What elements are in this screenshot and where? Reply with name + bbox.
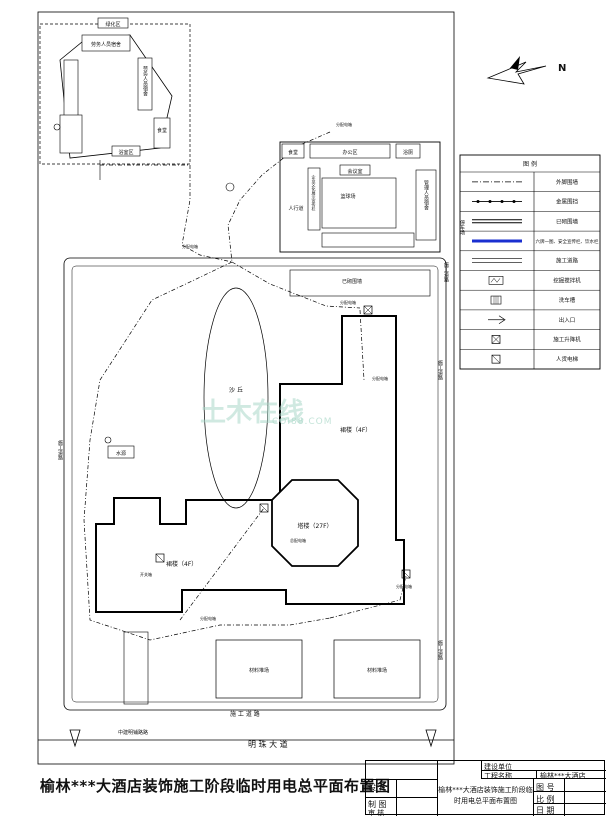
storage-2-label: 材料堆场 [367, 667, 387, 674]
gate-symbol-1 [69, 729, 81, 748]
cable-route-east [359, 309, 365, 381]
office-area: 食堂 办公区 浴厕 管理人员宿舍 会议室 篮球场 企业文化展示宣传栏 人行道 停… [279, 141, 465, 253]
legend: 图 例 外脚围墙金属围挡已砌围墙六牌一图、安全宣传栏、饮水栏施工道路挖掘搅拌机洗… [459, 154, 601, 370]
well-icon-2 [104, 436, 112, 444]
podium-north-label: 裙楼（4F） [340, 426, 371, 434]
tb-project-value: 榆林***大酒店 [540, 772, 586, 780]
drawing-title: 榆林***大酒店装饰施工阶段临时用电总平面布置图 [40, 777, 391, 795]
legend-label: 施工道路 [556, 257, 579, 265]
main-road-label: 明 珠 大 道 [248, 739, 288, 749]
legend-label: 外脚围墙 [556, 178, 579, 186]
road-side-2: 施工道路 [437, 359, 443, 381]
cable-route-tower [179, 507, 265, 621]
box-f-label: 开关箱 [140, 571, 152, 577]
road-side-4: 施工道路 [443, 261, 449, 283]
office-parking: 停车场 [459, 219, 465, 236]
road-small-label: 中建明铺路路 [118, 729, 148, 736]
legend-label: 人货电梯 [556, 355, 579, 363]
legend-label: 挖掘搅拌机 [553, 276, 581, 284]
well-icon [225, 182, 235, 192]
tb-unit: 建设单位 [484, 763, 512, 771]
box-c-label: 分配电箱 [340, 299, 356, 305]
office-mgmt: 管理人员宿舍 [423, 179, 429, 211]
north-label: N [558, 63, 566, 74]
worker-camp: 绿化区 劳务人员宿舍 劳务人员宿舍 食堂 浴室区 [39, 17, 191, 180]
office-court: 篮球场 [340, 193, 355, 200]
office-restroom: 浴厕 [403, 149, 413, 156]
watermark: 土木在线 [200, 398, 305, 428]
tb-draw: 制 图 [368, 800, 387, 809]
sand-label: 沙 丘 [229, 387, 243, 394]
north-arrow: N [486, 56, 566, 85]
camp-dining: 食堂 [157, 127, 167, 134]
legend-symbol-wash [490, 295, 502, 305]
cable-route-camp [100, 164, 233, 263]
cable-route-se [329, 575, 407, 619]
legend-label: 出入口 [559, 316, 576, 324]
top-storage [289, 269, 431, 297]
office-office: 办公区 [342, 149, 357, 156]
tb-drawing-name: 榆林***大酒店装饰施工阶段临时用电总平面布置图 [438, 779, 534, 816]
watermark-sub: COI88.COM [272, 417, 333, 427]
legend-label: 施工升降机 [553, 335, 581, 343]
storage-1-label: 材料堆场 [249, 667, 269, 674]
box-e-label: 总配电箱 [290, 537, 306, 543]
legend-label: 金属围挡 [556, 198, 579, 206]
legend-label: 已砌围墙 [556, 217, 579, 225]
tb-fig-no: 图 号 [536, 783, 555, 792]
tb-design: 设 计 [368, 783, 387, 792]
site-road-outer [63, 257, 447, 711]
site-road-inner [71, 265, 439, 703]
title-block: 设 计 制 图 审 核 建设单位 工程名称 榆林***大酒店 榆林***大酒店装… [365, 760, 606, 817]
road-construction-label: 施 工 道 路 [230, 710, 260, 718]
legend-label: 六牌一图、安全宣传栏、饮水栏 [536, 238, 599, 245]
gate-symbol-2 [425, 729, 437, 748]
gate-block [123, 631, 149, 705]
legend-label: 洗车槽 [559, 296, 576, 304]
office-culture: 企业文化展示宣传栏 [312, 174, 317, 212]
cable-route-north [231, 261, 361, 309]
box-g-label: 分配电箱 [200, 615, 216, 621]
office-yard: 会议室 [347, 168, 362, 175]
cable-route-office [227, 131, 331, 263]
podium-south-label: 裙楼（4F） [166, 560, 197, 568]
camp-living-b: 劳务人员宿舍 [142, 65, 148, 97]
legend-symbol-double [472, 219, 522, 224]
tower-label: 塔楼（27F） [297, 522, 332, 530]
tb-scale: 比 例 [536, 795, 555, 804]
road-side-3: 施工道路 [437, 639, 443, 661]
tower-outline [271, 479, 359, 567]
office-canteen: 食堂 [288, 149, 298, 156]
box-h-label: 分配电箱 [396, 583, 412, 589]
building-outline [95, 315, 405, 613]
legend-symbol-road [472, 258, 522, 263]
road-side-1: 施工道路 [57, 439, 63, 461]
cable-route-site [83, 261, 331, 641]
box-b-label: 分配电箱 [182, 243, 198, 249]
legend-symbol-hoist [491, 335, 501, 344]
pool [107, 445, 135, 459]
storage-2 [333, 639, 421, 699]
hoist-symbols [155, 305, 411, 579]
pool-label: 水源 [116, 450, 126, 457]
tb-project-label: 工程名称 [484, 772, 512, 780]
legend-symbol-gate [488, 315, 506, 325]
camp-green-label: 绿化区 [105, 21, 120, 28]
camp-living-a: 劳务人员宿舍 [91, 41, 121, 48]
sand-mound [203, 287, 269, 509]
legend-symbol-lift [491, 354, 501, 364]
drawing-frame [37, 11, 455, 765]
legend-title: 图 例 [523, 160, 537, 168]
storage-top-label: 已砌围墙 [342, 278, 362, 285]
legend-symbol-dotline [472, 200, 522, 204]
tb-check: 审 核 [368, 809, 385, 817]
tb-date: 日 期 [536, 806, 555, 815]
legend-symbol-mixer [488, 276, 504, 285]
box-d-label: 分配电箱 [372, 375, 388, 381]
camp-bath: 浴室区 [118, 149, 133, 156]
office-walkway: 人行道 [288, 205, 303, 212]
storage-1 [215, 639, 303, 699]
box-a-label: 分配电箱 [336, 121, 352, 127]
